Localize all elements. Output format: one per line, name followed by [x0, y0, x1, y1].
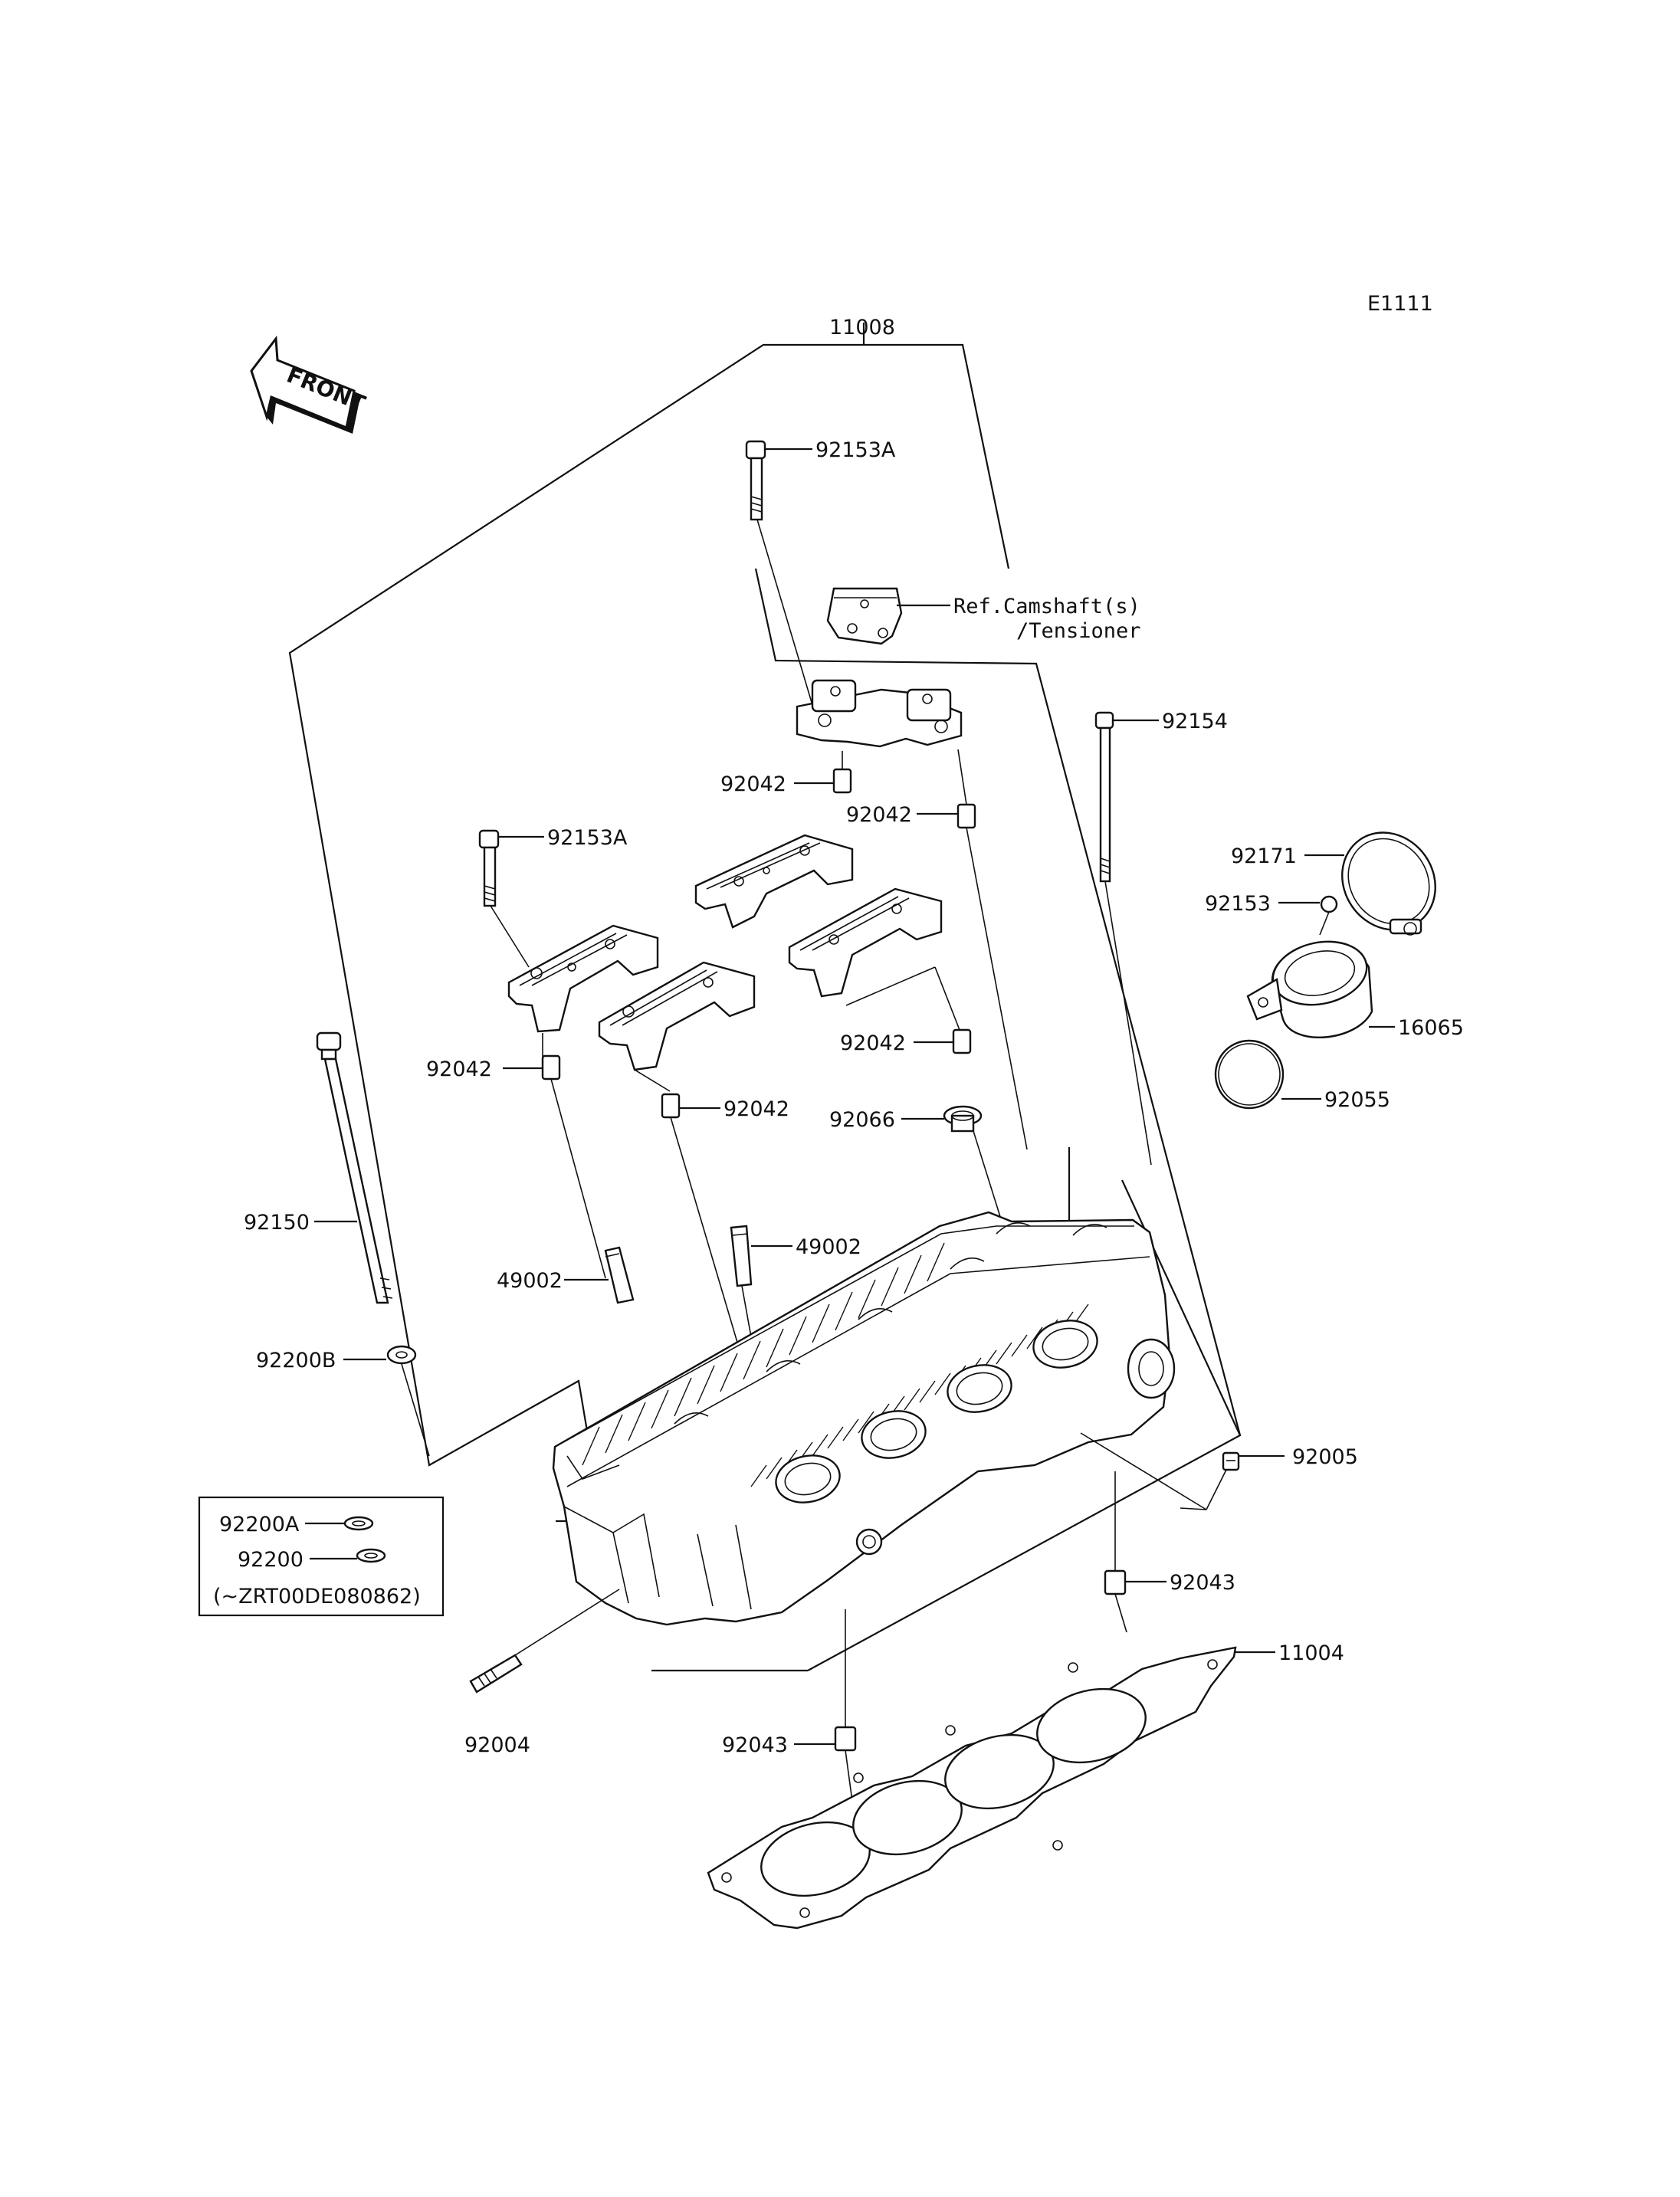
cam-cap-upper-right [694, 834, 854, 929]
label-92200: 92200 [238, 1548, 304, 1572]
leader-11008: 11008 [829, 316, 895, 339]
head-gasket-11004: 11004 [707, 1641, 1344, 1930]
washer-92200B: 92200B [256, 1345, 430, 1457]
washer-92200A: 92200A [219, 1513, 374, 1536]
dowel-92042-e: 92042 [661, 1093, 789, 1441]
label-92066: 92066 [829, 1108, 895, 1132]
valve-guide-49002-left: 49002 [497, 1246, 635, 1304]
label-92153A-top: 92153A [815, 438, 896, 462]
label-92042-b: 92042 [846, 803, 912, 827]
label-11008: 11008 [829, 316, 895, 339]
screw-92153: 92153 [1205, 892, 1338, 936]
dowel-92043-right: 92043 [1104, 1471, 1235, 1633]
dowel-92043-bottom: 92043 [722, 1609, 857, 1825]
cam-cap-middle [598, 961, 756, 1071]
cylinder-head-body [552, 1211, 1176, 1626]
dowel-92042-a: 92042 [720, 751, 852, 796]
label-49002-left: 49002 [497, 1269, 563, 1293]
label-92153A-left: 92153A [547, 826, 628, 850]
label-16065: 16065 [1398, 1016, 1464, 1040]
label-92055: 92055 [1324, 1088, 1390, 1112]
tensioner-bracket: Ref.Camshaft(s) /Tensioner [826, 587, 1141, 645]
stud-92004: 92004 [464, 1589, 620, 1757]
bolt-92153A-top: 92153A [745, 438, 896, 706]
valve-guide-49002-right: 49002 [730, 1225, 861, 1380]
label-92042-a: 92042 [720, 772, 786, 796]
label-11004: 11004 [1278, 1641, 1344, 1665]
cam-cap-left [507, 924, 659, 1033]
o-ring-92055: 92055 [1214, 1039, 1390, 1112]
label-49002-right: 49002 [796, 1235, 861, 1259]
label-92042-e: 92042 [724, 1097, 789, 1121]
label-92042-c: 92042 [840, 1031, 906, 1055]
stud-bolt-92150: 92150 [244, 1031, 393, 1304]
ref-camshaft-label: Ref.Camshaft(s) [953, 595, 1140, 618]
dowel-92042-d: 92042 [426, 1054, 606, 1279]
diagram-code: E1111 [1367, 292, 1433, 316]
washer-inset-box: 92200A 92200 (~ZRT00DE080862) [198, 1496, 445, 1617]
bolt-92154: 92154 [1094, 710, 1228, 1166]
journal-saddles [674, 1221, 1107, 1425]
label-92042-d: 92042 [426, 1058, 492, 1081]
label-92153: 92153 [1205, 892, 1271, 916]
cam-cap-top [796, 679, 963, 748]
camcap-bracket-lines [542, 966, 960, 1092]
label-92150: 92150 [244, 1211, 310, 1235]
clamp-92171: 92171 [1231, 831, 1436, 936]
dowel-92042-b: 92042 [846, 749, 1028, 1150]
label-92200B: 92200B [256, 1349, 336, 1372]
holder-16065: 16065 [1246, 940, 1464, 1040]
bolt-92153A-left: 92153A [478, 826, 628, 968]
cam-cap-right [788, 887, 943, 998]
intake-ports [775, 1320, 1098, 1503]
label-92154: 92154 [1162, 710, 1228, 733]
serial-note: (~ZRT00DE080862) [213, 1585, 421, 1608]
label-92004: 92004 [464, 1733, 530, 1757]
ref-tensioner-label: /Tensioner [1016, 619, 1141, 643]
washer-92200: 92200 [238, 1548, 386, 1572]
label-92043-right: 92043 [1170, 1571, 1235, 1595]
dowel-92042-c: 92042 [840, 1028, 972, 1055]
label-92171: 92171 [1231, 844, 1297, 868]
plug-92066: 92066 [829, 1105, 1006, 1235]
label-92200A: 92200A [219, 1513, 300, 1536]
label-92005: 92005 [1292, 1445, 1358, 1469]
fitting-92005: 92005 [1080, 1432, 1358, 1510]
label-92043-bottom: 92043 [722, 1733, 788, 1757]
